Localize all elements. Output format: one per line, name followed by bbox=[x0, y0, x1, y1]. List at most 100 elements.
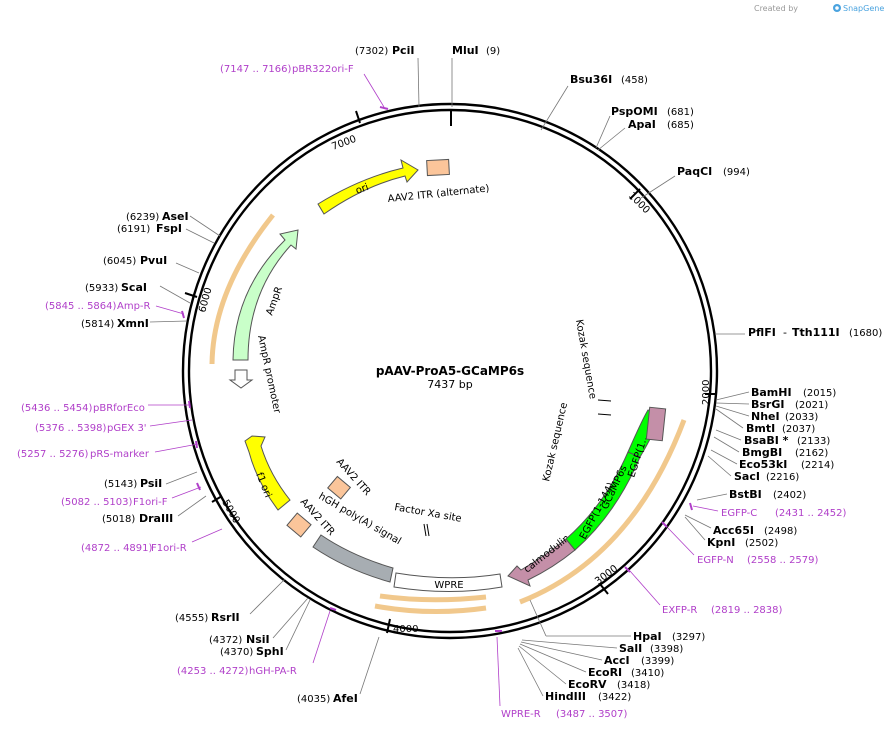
mark-pbrforeco bbox=[188, 400, 191, 409]
kozak-mark-2 bbox=[597, 413, 612, 416]
leader-egfp-c bbox=[692, 505, 719, 512]
site-pos-afei: (4035) bbox=[297, 694, 330, 705]
orf-arc-wpre-1 bbox=[374, 603, 487, 615]
leader-pcii bbox=[417, 57, 420, 108]
mark-pbr322ori-f bbox=[379, 106, 389, 110]
site-name-draiii: DraIII bbox=[139, 512, 173, 525]
site-name-hindiii: HindIII bbox=[545, 690, 586, 703]
primer-name-pbrforeco: pBRforEco bbox=[93, 403, 145, 414]
ori-feature bbox=[317, 158, 419, 215]
primer-name-pgex3: pGEX 3' bbox=[107, 423, 147, 434]
site-pos-nhei: (2033) bbox=[785, 412, 818, 423]
primer-name-f1ori-r: F1ori-R bbox=[151, 543, 187, 554]
site-pos-asei: (6239) bbox=[126, 212, 159, 223]
kozak-label-2: Kozak sequence bbox=[541, 402, 570, 483]
leader-prs-marker bbox=[154, 443, 199, 453]
primer-sites: (7147 .. 7166) pBR322ori-F EGFP-C (2431 … bbox=[17, 64, 847, 720]
primer-name-egfp-c: EGFP-C bbox=[721, 508, 757, 519]
aav2-itr-feature-2 bbox=[286, 512, 312, 538]
site-pos-acci: (3399) bbox=[641, 656, 674, 667]
leader-hpai-2 bbox=[529, 599, 547, 637]
site-name-sali: SalI bbox=[619, 642, 642, 655]
primer-name-egfp-n: EGFP-N bbox=[697, 555, 734, 566]
leader-scai bbox=[159, 285, 191, 304]
site-name-hpai: HpaI bbox=[633, 630, 662, 643]
leader-pspomi bbox=[595, 115, 611, 149]
leader-paqci bbox=[640, 175, 676, 199]
wpre-label: WPRE bbox=[434, 580, 463, 591]
leader-bstbi bbox=[696, 493, 728, 501]
site-name-bmti: BmtI bbox=[746, 422, 775, 435]
site-pos-pvui: (6045) bbox=[103, 256, 136, 267]
site-pos-eco53ki: (2214) bbox=[801, 460, 834, 471]
leader-saci bbox=[707, 455, 732, 477]
primer-name-hgh-pa-r: hGH-PA-R bbox=[249, 666, 297, 677]
site-pos-mlui: (9) bbox=[486, 46, 500, 57]
site-pos-rsrii: (4555) bbox=[175, 613, 208, 624]
leader-pgex3 bbox=[149, 419, 193, 427]
leader-afei bbox=[359, 636, 380, 695]
leader-acc65i bbox=[684, 514, 712, 529]
leader-ecorv bbox=[518, 645, 567, 685]
tick-5000-mark bbox=[211, 495, 223, 503]
site-name-bsrgi: BsrGI bbox=[751, 398, 784, 411]
hgh-polya-label: hGH poly(A) signal bbox=[317, 491, 403, 547]
site-pos-hindiii: (3422) bbox=[598, 692, 631, 703]
site-name-bstbi: BstBI bbox=[729, 488, 762, 501]
leader-f1ori-f bbox=[171, 486, 202, 499]
site-name-acc65i: Acc65I bbox=[713, 524, 754, 537]
primer-name-wpre-r: WPRE-R bbox=[501, 709, 541, 720]
primer-range-amp-r: (5845 .. 5864) bbox=[45, 301, 117, 312]
tick-label-6000: 6000 bbox=[197, 286, 214, 313]
tick-label-2000: 2000 bbox=[701, 380, 712, 405]
leader-nsii bbox=[272, 597, 309, 639]
hgh-polya-feature bbox=[312, 534, 394, 583]
site-name-xmni: XmnI bbox=[117, 317, 149, 330]
site-name-ecori: EcoRI bbox=[588, 666, 622, 679]
site-pos-bamhi: (2015) bbox=[803, 388, 836, 399]
ampr-promoter-feature bbox=[228, 369, 254, 389]
primer-range-egfp-c: (2431 .. 2452) bbox=[775, 508, 847, 519]
tick-3000-mark bbox=[599, 583, 609, 595]
site-name-rsrii: RsrII bbox=[211, 611, 240, 624]
leader-psii bbox=[165, 471, 198, 485]
mark-f1ori-f bbox=[196, 482, 201, 491]
site-pos-bmti: (2037) bbox=[782, 424, 815, 435]
tick-6000-mark bbox=[184, 292, 198, 298]
leader-asei bbox=[189, 215, 221, 237]
site-pos-psii: (5143) bbox=[104, 479, 137, 490]
site-pos-tth111i: (1680) bbox=[849, 328, 882, 339]
primer-name-f1ori-f: F1ori-F bbox=[133, 497, 168, 508]
site-dash-pflfi: - bbox=[783, 326, 787, 339]
plasmid-length: 7437 bp bbox=[427, 378, 472, 391]
site-pos-paqci: (994) bbox=[723, 167, 750, 178]
orf-arc-wpre-2 bbox=[379, 593, 487, 603]
site-name-bmgbi: BmgBI bbox=[742, 446, 782, 459]
site-name-scai: ScaI bbox=[121, 281, 147, 294]
site-name-sphi: SphI bbox=[256, 645, 284, 658]
leader-hindiii bbox=[517, 647, 544, 697]
leader-amp-r bbox=[155, 305, 185, 315]
primer-name-exfp-r: EXFP-R bbox=[662, 605, 697, 616]
factor-xa-mark-1 bbox=[423, 523, 427, 537]
mark-egfp-c bbox=[689, 502, 693, 511]
tick-4000-mark bbox=[386, 618, 391, 634]
site-pos-sphi: (4370) bbox=[220, 647, 253, 658]
site-name-fspi: FspI bbox=[156, 222, 182, 235]
plasmid-name: pAAV-ProA5-GCaMP6s bbox=[376, 364, 524, 378]
leader-bmgbi bbox=[713, 436, 740, 453]
tick-label-1000: 1000 bbox=[626, 190, 652, 216]
site-name-afei: AfeI bbox=[333, 692, 358, 705]
factor-xa-mark-2 bbox=[426, 523, 430, 537]
site-pos-apai: (685) bbox=[667, 120, 694, 131]
primer-range-pbrforeco: (5436 .. 5454) bbox=[21, 403, 93, 414]
leader-draiii bbox=[177, 495, 207, 517]
orf-arc-gcamp bbox=[519, 419, 687, 605]
brand: Created by SnapGene bbox=[754, 4, 884, 13]
ampr-label: AmpR bbox=[264, 285, 285, 317]
enzyme-sites: (7302) PciI MluI (9) Bsu36I (458) PspOMI… bbox=[81, 44, 882, 705]
site-pos-sali: (3398) bbox=[650, 644, 683, 655]
primer-range-hgh-pa-r: (4253 .. 4272) bbox=[177, 666, 249, 677]
site-pos-ecori: (3410) bbox=[631, 668, 664, 679]
primer-range-prs-marker: (5257 .. 5276) bbox=[17, 449, 89, 460]
